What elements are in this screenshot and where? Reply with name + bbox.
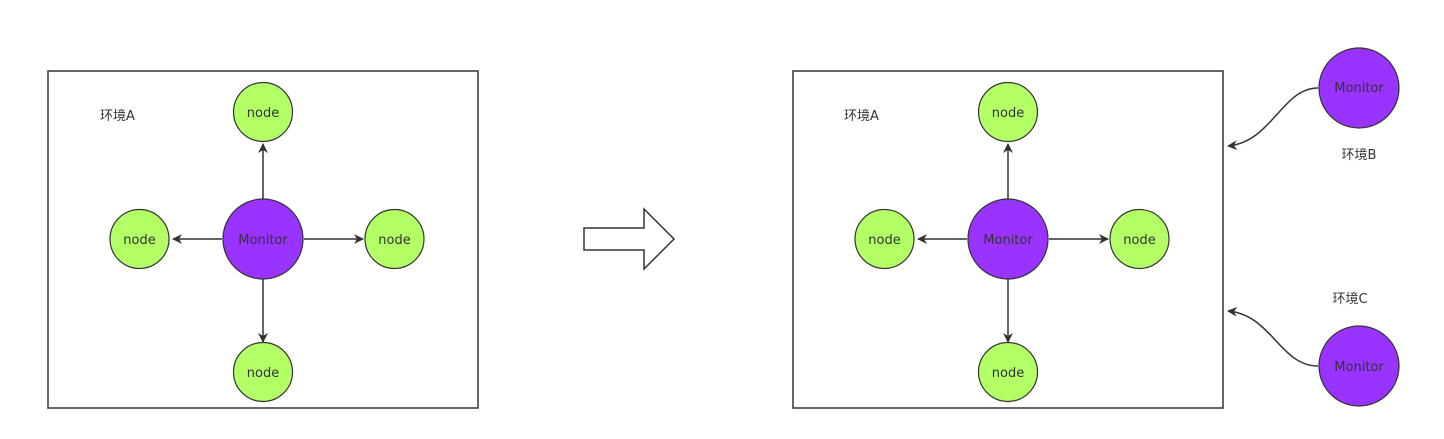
left-monitor-node: Monitor	[222, 198, 304, 280]
env-b-connector	[1227, 87, 1319, 151]
left-node-bottom: node	[232, 341, 294, 403]
left-node-top: node	[232, 81, 294, 143]
right-node-top-label: node	[992, 106, 1024, 121]
right-panel: 环境A Monitor node node node node	[792, 70, 1224, 409]
right-arrow-icon	[583, 207, 676, 271]
right-node-bottom-label: node	[992, 366, 1024, 381]
env-c-label: 环境C	[1332, 292, 1367, 307]
right-node-bottom: node	[977, 341, 1039, 403]
right-node-right: node	[1109, 208, 1170, 270]
env-b-monitor-node: Monitor	[1318, 47, 1400, 129]
right-node-right-label: node	[1123, 233, 1155, 248]
env-b-monitor-label: Monitor	[1334, 81, 1384, 96]
env-c-group: 环境C Monitor	[1227, 292, 1400, 407]
right-env-label: 环境A	[844, 109, 879, 124]
env-b-label: 环境B	[1342, 148, 1377, 163]
right-node-left: node	[854, 208, 915, 270]
left-node-left: node	[109, 208, 170, 270]
right-monitor-label: Monitor	[983, 233, 1033, 248]
env-b-group: Monitor 环境B	[1227, 47, 1400, 163]
env-c-connector	[1227, 306, 1319, 367]
left-node-bottom-label: node	[247, 366, 279, 381]
left-node-right-label: node	[378, 233, 410, 248]
right-node-left-label: node	[868, 233, 900, 248]
left-monitor-label: Monitor	[238, 233, 288, 248]
left-panel: 环境A Monitor node node node node	[47, 70, 479, 409]
right-node-top: node	[977, 81, 1039, 143]
left-node-top-label: node	[247, 106, 279, 121]
left-env-label: 环境A	[100, 109, 135, 124]
env-c-monitor-label: Monitor	[1334, 360, 1384, 375]
left-node-right: node	[364, 208, 425, 270]
right-monitor-node: Monitor	[967, 198, 1049, 280]
left-node-left-label: node	[123, 233, 155, 248]
env-c-monitor-node: Monitor	[1318, 325, 1400, 407]
